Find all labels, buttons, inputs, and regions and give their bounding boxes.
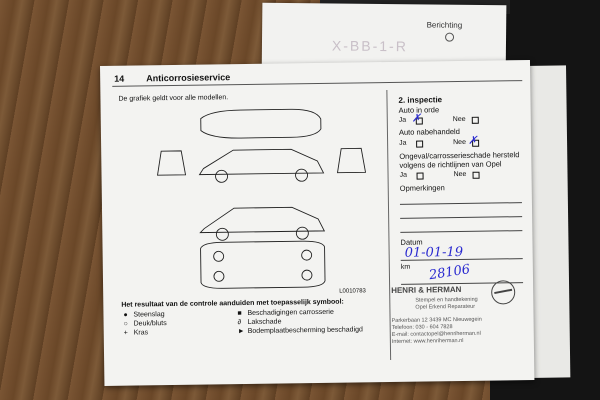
remarks-line — [400, 216, 523, 219]
legend-symbol: ■ — [237, 310, 242, 318]
page-number: 14 — [114, 73, 125, 84]
dealer-email: E-mail: contactopel@henriherman.nl — [391, 330, 481, 338]
km-label: km — [400, 263, 411, 271]
dealer-phone: Telefoon: 030 - 604 7828 — [391, 324, 453, 331]
car-side-view — [198, 148, 325, 176]
legend-title: Het resultaat van de controle aanduiden … — [121, 298, 344, 309]
legend-symbol: + — [123, 329, 128, 337]
back-paper-faint-text: X-BB-1-R — [331, 37, 408, 55]
legend-label: Bodemplaatbescherming beschadigd — [247, 326, 363, 335]
legend-symbol: ● — [123, 311, 128, 319]
legend-symbol: ○ — [123, 320, 128, 328]
yes-label: Ja — [399, 139, 407, 147]
question-damage-repaired-2: volgens de richtlijnen van Opel — [399, 159, 502, 170]
legend-label: Deuk/bluts — [133, 320, 167, 328]
page-title: Anticorrosieservice — [146, 72, 231, 84]
stamp-line: Stempel en handtekening — [415, 296, 478, 304]
yes-checkbox — [416, 172, 424, 180]
back-paper-tab: Berichting — [426, 20, 463, 30]
circle-icon — [445, 32, 455, 42]
no-checkbox — [471, 116, 479, 124]
handwritten-km: 28106 — [428, 262, 472, 284]
remarks-line — [400, 230, 523, 233]
legend-label: Steenslag — [133, 311, 165, 319]
chart-note: De grafiek geldt voor alle modellen. — [118, 94, 229, 103]
legend-label: Lakschade — [247, 318, 282, 326]
inspection-heading: 2. inspectie — [398, 95, 443, 105]
column-divider — [386, 89, 392, 360]
dealer-website: Internet: www.henriherman.nl — [391, 337, 464, 345]
car-other-side-view — [199, 206, 326, 234]
legend-label: Beschadigingen carrosserie — [247, 308, 334, 317]
handwritten-date: 01-01-19 — [404, 244, 464, 261]
dealer-name: HENRI & HERMAN — [391, 284, 462, 295]
stamp-line: Opel Erkend Reparateur — [415, 303, 476, 311]
question-after-treatment: Auto nabehandeld — [398, 126, 460, 137]
no-checkbox — [472, 171, 480, 179]
handwritten-check: ✗ — [411, 111, 422, 125]
handwritten-check: ✗ — [467, 133, 478, 147]
no-label: Nee — [453, 170, 467, 179]
legend-symbol: ► — [237, 328, 245, 336]
dealer-address: Parkerbaan 12 3439 MC Nieuwegein — [391, 316, 482, 324]
car-underbody-view — [200, 240, 326, 289]
opel-logo-icon — [491, 280, 516, 305]
car-rear-view — [336, 147, 367, 174]
no-label: Nee — [452, 115, 466, 124]
legend-label: Kras — [133, 329, 149, 337]
car-front-view — [157, 150, 187, 176]
diagram-code: L0010783 — [339, 288, 366, 295]
yes-label: Ja — [399, 171, 408, 179]
legend-symbol: ∂ — [237, 319, 242, 327]
car-top-view — [200, 108, 322, 139]
yes-checkbox — [416, 140, 424, 148]
no-label: Nee — [453, 138, 466, 147]
yes-label: Ja — [398, 116, 407, 124]
service-booklet-page: 14 Anticorrosieservice De grafiek geldt … — [100, 59, 535, 386]
remarks-line — [399, 202, 522, 205]
remarks-label: Opmerkingen — [399, 183, 445, 193]
car-diagram — [157, 108, 367, 289]
